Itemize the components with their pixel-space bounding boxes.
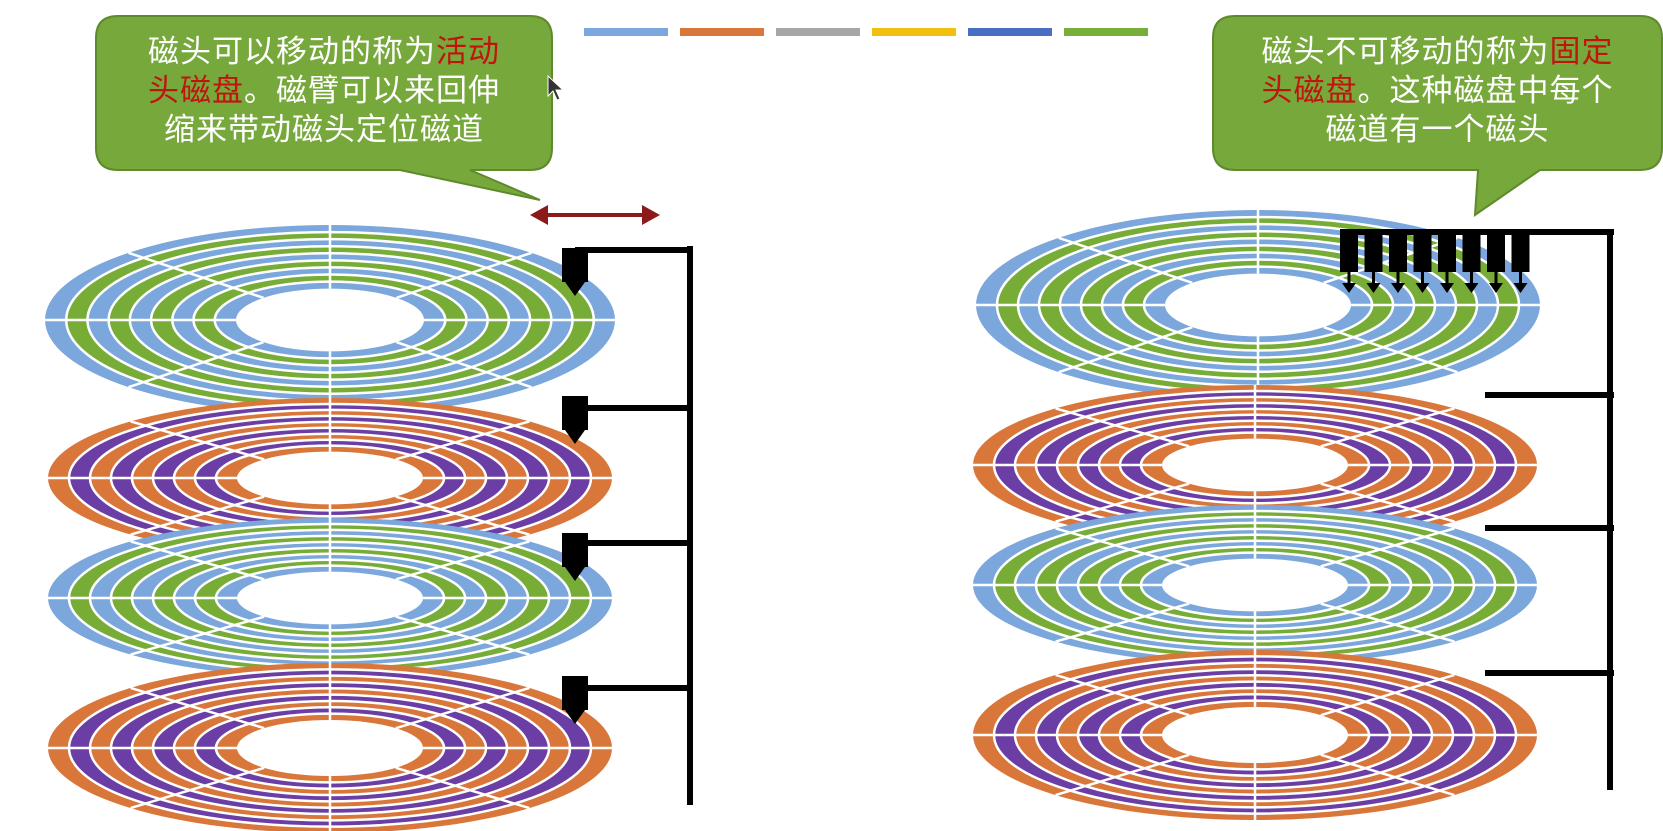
sector-divider	[1320, 407, 1455, 448]
fixed-head	[1364, 234, 1383, 272]
right-callout-text: 磁头不可移动的称为固定 头磁盘。这种磁盘中每个 磁道有一个磁头	[1261, 34, 1614, 148]
right-callout-bubble	[1212, 15, 1663, 218]
sector-divider	[395, 420, 530, 461]
spindle-hole	[1161, 438, 1349, 492]
legend-bar	[872, 28, 956, 36]
arm-movement-arrow	[530, 205, 660, 225]
spindle-hole	[236, 719, 424, 777]
left-callout-bubble	[95, 15, 553, 201]
spindle-hole	[1161, 558, 1349, 612]
sector-divider	[1055, 527, 1190, 568]
legend-bar	[968, 28, 1052, 36]
fixed-head	[1511, 234, 1530, 272]
fixed-head	[1340, 234, 1358, 272]
head-pointer-icon	[1489, 283, 1503, 293]
fixed-head-assembly	[1340, 229, 1614, 790]
sector-divider	[130, 420, 265, 461]
sector-divider	[128, 251, 264, 300]
disk-platter	[48, 663, 612, 831]
head-pointer-icon	[1366, 283, 1381, 293]
spindle-hole	[1164, 273, 1352, 337]
head-pointer-icon	[1391, 283, 1405, 293]
sector-divider	[130, 615, 265, 656]
head-pointer-icon	[565, 282, 585, 296]
sector-divider	[396, 340, 532, 389]
sector-divider	[1320, 673, 1455, 717]
sector-divider	[130, 766, 265, 810]
sector-divider	[128, 340, 264, 389]
read-write-head	[562, 396, 588, 430]
sector-divider	[1055, 753, 1190, 797]
read-write-head	[562, 676, 588, 710]
head-pointer-icon	[565, 430, 585, 444]
sector-divider	[396, 251, 532, 300]
sector-divider	[1320, 482, 1455, 523]
read-write-head	[562, 533, 588, 567]
read-write-head	[562, 248, 588, 282]
disk-platter	[48, 518, 612, 678]
spindle-hole	[235, 288, 425, 352]
legend-bar	[584, 28, 668, 36]
color-legend-bars	[584, 28, 1148, 36]
fixed-head-disk-stack	[973, 210, 1540, 820]
sector-divider	[1323, 325, 1458, 374]
legend-bar	[776, 28, 860, 36]
sector-divider	[395, 615, 530, 656]
movable-arm-assembly	[562, 246, 693, 805]
sector-divider	[130, 686, 265, 730]
sector-divider	[1320, 602, 1455, 643]
sector-divider	[1320, 527, 1455, 568]
sector-divider	[395, 766, 530, 810]
spindle-hole	[236, 571, 424, 625]
disk-platter	[48, 398, 612, 558]
sector-divider	[1055, 482, 1190, 523]
sector-divider	[1055, 602, 1190, 643]
left-callout-text: 磁头可以移动的称为活动 头磁盘。磁臂可以来回伸 缩来带动磁头定位磁道	[148, 34, 500, 148]
sector-divider	[395, 495, 530, 536]
spindle-hole	[236, 451, 424, 505]
head-pointer-icon	[1440, 283, 1454, 293]
mouse-cursor-icon	[547, 74, 565, 101]
sector-divider	[1055, 407, 1190, 448]
sector-divider	[395, 686, 530, 730]
sector-divider	[1058, 236, 1193, 285]
fixed-head	[1389, 234, 1407, 272]
fixed-head	[1438, 234, 1456, 272]
disk-platter	[973, 650, 1537, 820]
head-pointer-icon	[565, 710, 585, 724]
head-pointer-icon	[1513, 283, 1528, 293]
fixed-head	[1462, 234, 1481, 272]
sector-divider	[395, 540, 530, 581]
fixed-head	[1487, 234, 1505, 272]
fixed-head	[1413, 234, 1432, 272]
moving-head-disk-stack	[45, 225, 615, 831]
head-pointer-icon	[1342, 283, 1356, 293]
legend-bar	[1064, 28, 1148, 36]
head-pointer-icon	[1415, 283, 1430, 293]
disk-platter	[45, 225, 615, 415]
legend-bar	[680, 28, 764, 36]
spindle-hole	[1161, 706, 1349, 764]
disk-platter	[973, 505, 1537, 665]
sector-divider	[130, 495, 265, 536]
sector-divider	[1320, 753, 1455, 797]
sector-divider	[1058, 325, 1193, 374]
sector-divider	[1055, 673, 1190, 717]
head-pointer-icon	[565, 567, 585, 581]
sector-divider	[130, 540, 265, 581]
disk-platter	[973, 385, 1537, 545]
head-pointer-icon	[1464, 283, 1479, 293]
